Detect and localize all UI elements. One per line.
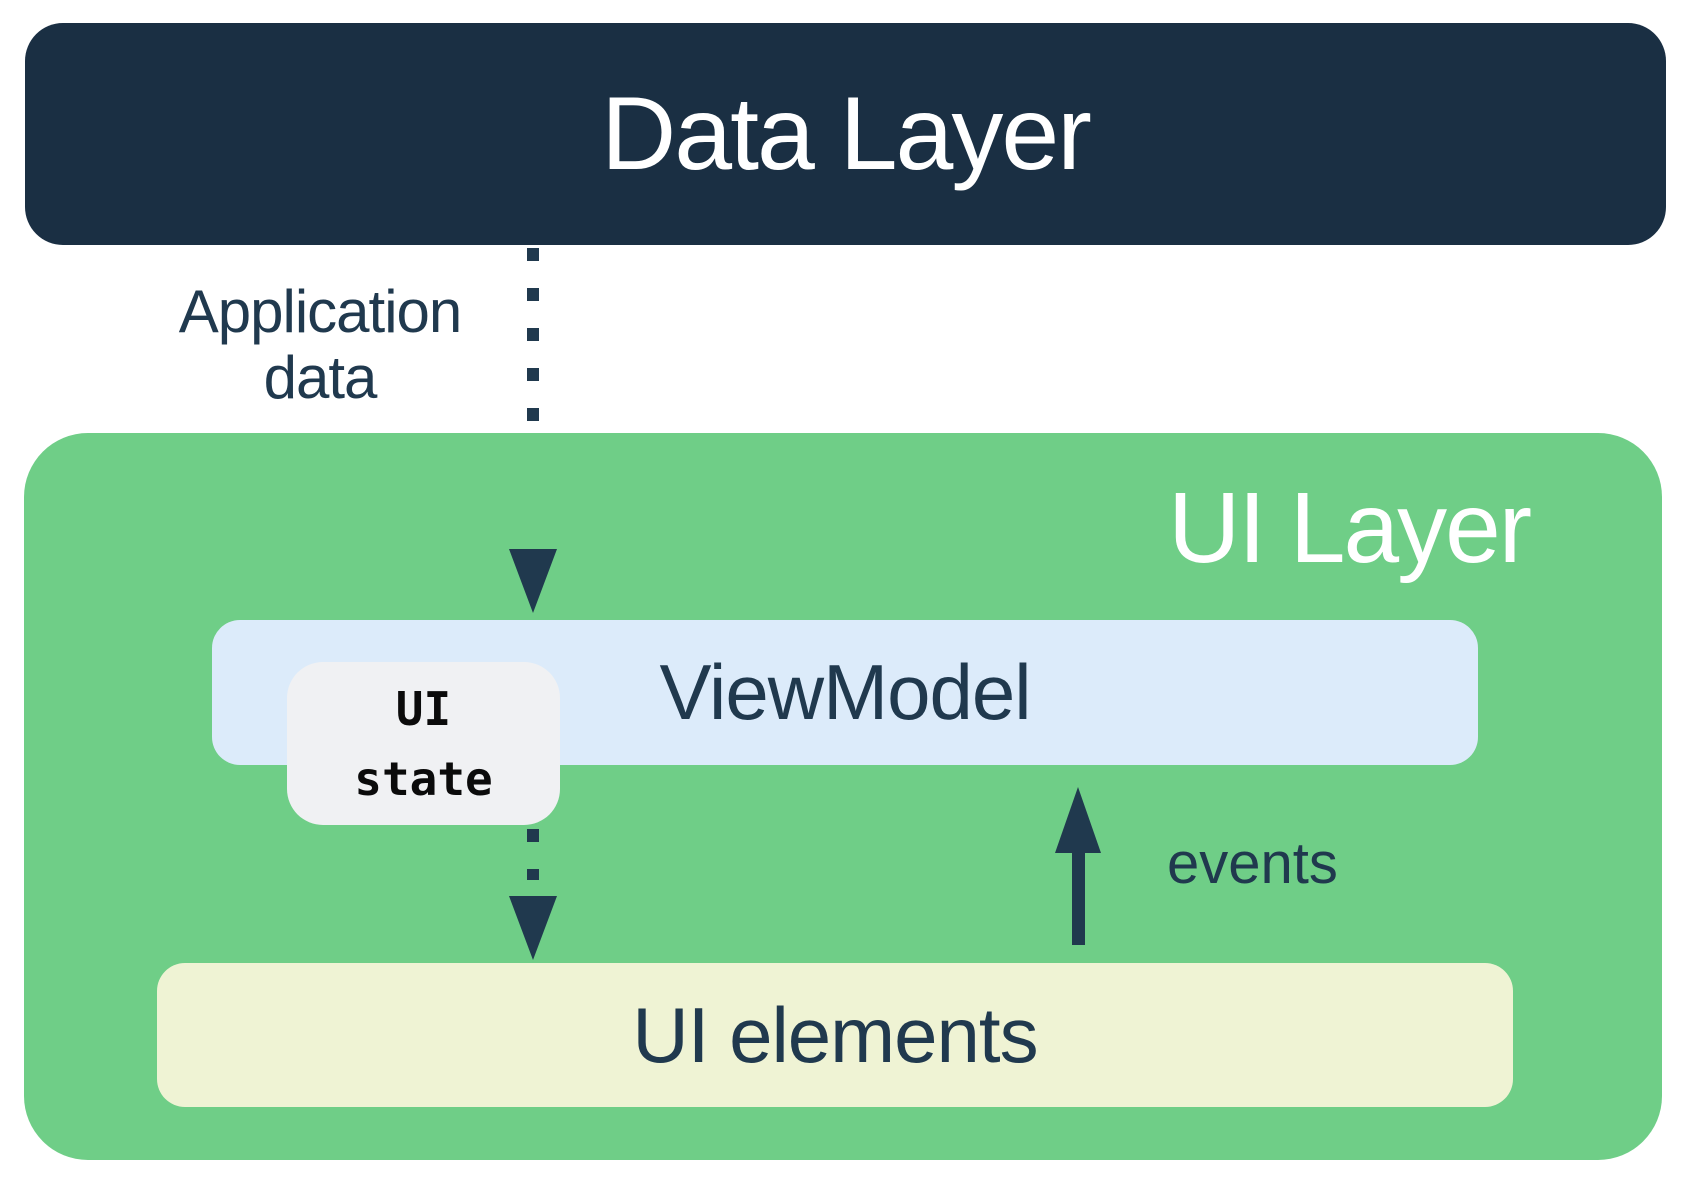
ui-state-dashed-line-icon	[527, 829, 539, 880]
viewmodel-label: ViewModel	[659, 648, 1031, 736]
ui-elements-label: UI elements	[632, 990, 1038, 1079]
application-data-label: Application data	[178, 278, 463, 411]
events-arrow-shaft-icon	[1072, 850, 1085, 945]
ui-state-label: UI state	[354, 681, 493, 806]
application-data-arrowhead-down-icon	[509, 549, 557, 613]
ui-elements-bar: UI elements	[157, 963, 1513, 1107]
ui-state-arrowhead-down-icon	[509, 896, 557, 960]
ui-layer-title: UI Layer	[1168, 472, 1532, 584]
ui-state-box: UI state	[287, 662, 560, 825]
data-layer-box: Data Layer	[25, 23, 1666, 245]
events-label: events	[1167, 831, 1338, 896]
data-layer-title: Data Layer	[601, 75, 1092, 192]
events-arrow-up-icon	[1055, 787, 1101, 853]
